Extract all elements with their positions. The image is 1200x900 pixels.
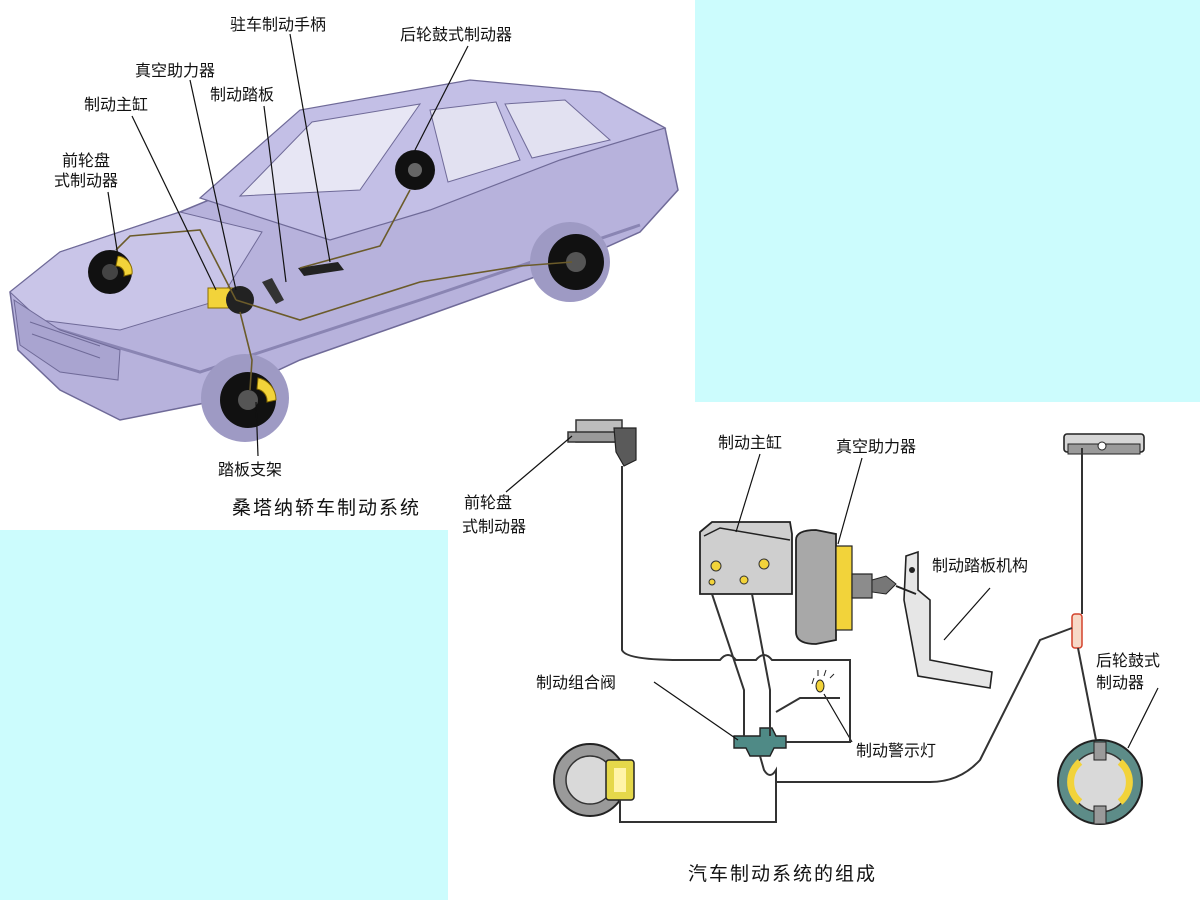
background-panel-right bbox=[695, 0, 1200, 402]
label-brake-pedal: 制动踏板 bbox=[210, 85, 274, 104]
label-rear-drum-brake: 后轮鼓式制动器 bbox=[400, 25, 512, 44]
combination-valve-schematic bbox=[733, 727, 787, 757]
label-schem-front-disc-line1: 前轮盘 bbox=[464, 493, 512, 512]
label-front-disc-brake-line2: 式制动器 bbox=[54, 171, 118, 190]
front-disc-wheel-schematic bbox=[553, 743, 635, 817]
label-parking-brake-handle: 驻车制动手柄 bbox=[230, 15, 326, 34]
leader-combination-valve bbox=[653, 681, 739, 741]
label-master-cylinder: 制动主缸 bbox=[84, 95, 148, 114]
master-cylinder-schematic bbox=[699, 521, 793, 595]
label-vacuum-booster: 真空助力器 bbox=[135, 61, 215, 80]
rear-drum-brake-schematic bbox=[1057, 739, 1143, 825]
caption-santana-brake-system: 桑塔纳轿车制动系统 bbox=[232, 497, 421, 519]
parking-lever-schematic bbox=[1063, 433, 1145, 455]
pedal-mechanism-schematic bbox=[895, 550, 993, 689]
leader-master-cylinder bbox=[735, 453, 761, 533]
label-schem-combination-valve: 制动组合阀 bbox=[536, 673, 616, 692]
car-illustration bbox=[9, 79, 679, 442]
leader-front-disc bbox=[505, 435, 573, 493]
label-schem-master-cylinder: 制动主缸 bbox=[718, 433, 782, 452]
front-caliper-schematic bbox=[567, 419, 637, 467]
label-schem-vacuum-booster: 真空助力器 bbox=[836, 437, 916, 456]
caption-brake-system-composition: 汽车制动系统的组成 bbox=[688, 863, 877, 885]
leader-pedal-mechanism bbox=[943, 587, 991, 641]
brake-pedal-icon bbox=[262, 278, 284, 304]
leader-warning-lamp bbox=[823, 693, 853, 743]
leader-vacuum-booster bbox=[837, 457, 863, 545]
label-schem-rear-drum-line2: 制动器 bbox=[1096, 673, 1144, 692]
car-leader-lines bbox=[107, 33, 469, 457]
vacuum-booster-schematic bbox=[795, 529, 897, 645]
label-front-disc-brake-line1: 前轮盘 bbox=[62, 151, 110, 170]
background-panel-left bbox=[0, 530, 448, 900]
label-schem-rear-drum-line1: 后轮鼓式 bbox=[1096, 651, 1160, 670]
cable-connector bbox=[1071, 613, 1083, 649]
brake-lines-schematic bbox=[619, 448, 1097, 823]
leader-rear-drum bbox=[1127, 687, 1159, 749]
label-schem-front-disc-line2: 式制动器 bbox=[462, 517, 526, 536]
label-pedal-bracket: 踏板支架 bbox=[218, 460, 282, 479]
label-schem-warning-lamp: 制动警示灯 bbox=[856, 741, 936, 760]
parking-brake-handle-icon bbox=[298, 262, 344, 276]
warning-lamp-icon bbox=[811, 669, 835, 693]
label-schem-pedal-mechanism: 制动踏板机构 bbox=[932, 556, 1028, 575]
